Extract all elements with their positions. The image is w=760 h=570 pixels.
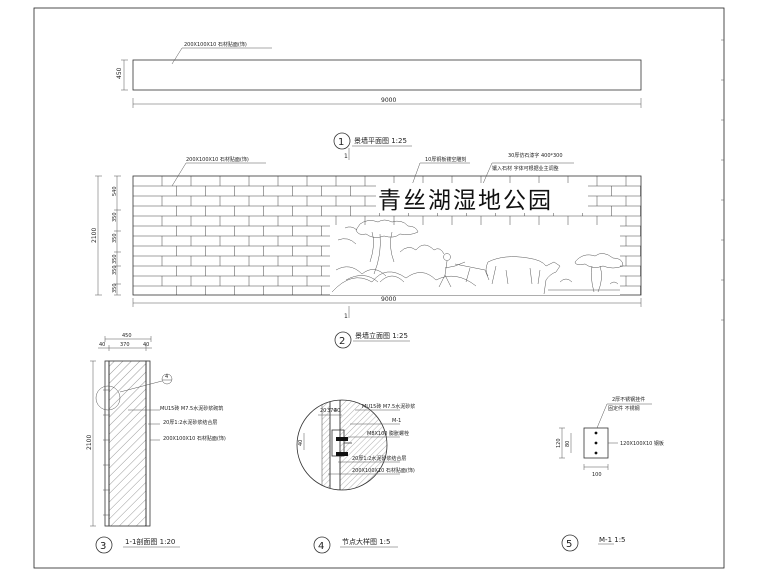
plate-dim-v2: 80 <box>565 441 571 447</box>
section-detail-circle <box>95 385 121 411</box>
section-sub-dim-3: 40 <box>143 342 149 348</box>
plan-view: 200X100X10 石材贴面(饰) 450 9000 1 景墙平面图 1:25 <box>116 41 642 150</box>
plate-number: 5 <box>566 539 572 550</box>
section-callout-1: MU15砖 M7.5水泥砂浆砌筑 <box>160 405 223 412</box>
plan-number: 1 <box>338 137 344 148</box>
node-callout-4: 20厚1:2水泥砂浆结合层 <box>352 455 406 462</box>
row-dim-1: 540 <box>112 186 118 196</box>
plate-dim-v1: 120 <box>556 438 562 448</box>
elevation-view: 1 200X100X10 石材贴面(饰) 10厚铜板镂空雕刻 30厚仿石漆字 4… <box>91 148 642 349</box>
elevation-number: 2 <box>339 336 345 347</box>
node-dim-1: 20 <box>320 408 326 414</box>
plate-number-circle <box>561 534 579 552</box>
sheet-border <box>33 7 725 569</box>
plate-detail-view: 2厚不锈钢挂件 固定件 不锈钢 120X100X10 钢板 120 80 100… <box>556 396 664 552</box>
svg-text:1: 1 <box>344 153 348 160</box>
node-detail-circle <box>296 399 388 491</box>
plate-callout-3: 120X100X10 钢板 <box>620 440 664 447</box>
section-top-dim: 450 <box>122 333 132 339</box>
row-dim-4: 350 <box>112 254 118 264</box>
plan-title: 景墙平面图 1:25 <box>354 136 407 145</box>
section-callout-2: 20厚1:2水泥砂浆结合层 <box>163 419 217 426</box>
section-wall-core <box>108 360 147 527</box>
plan-number-circle <box>333 132 351 150</box>
plan-length-dim: 9000 <box>381 97 396 104</box>
row-dim-6: 350 <box>112 283 118 293</box>
right-margin-ticks <box>721 39 724 321</box>
section-number-circle <box>95 536 113 554</box>
relief-sculpture-sketch <box>330 219 624 295</box>
elevation-length-dim: 9000 <box>381 296 396 303</box>
node-side-dim: 40 <box>298 440 304 446</box>
elevation-height-dims: 2100 540 350 350 350 350 350 <box>91 175 121 296</box>
section-callout-3: 200X100X10 石材贴面(饰) <box>163 435 226 442</box>
row-dim-5: 350 <box>112 265 118 275</box>
section-sub-dim-1: 40 <box>99 342 105 348</box>
elevation-wall-text: 青丝湖湿地公园 <box>378 188 553 214</box>
section-view: 450 40 370 40 2100 <box>86 333 226 554</box>
svg-text:1: 1 <box>344 313 348 320</box>
plan-depth-dim: 450 <box>116 67 123 79</box>
row-dim-2: 350 <box>112 212 118 222</box>
plate-dim-h: 100 <box>592 472 602 478</box>
node-callout-3: M8X100 膨胀螺栓 <box>367 430 409 437</box>
elevation-callout-right-1: 30厚仿石漆字 400*300 <box>508 152 563 159</box>
row-dim-3: 350 <box>112 233 118 243</box>
plate-callout-1: 2厚不锈钢挂件 <box>612 396 645 403</box>
elevation-callout-left: 200X100X10 石材贴面(饰) <box>186 156 249 163</box>
section-number: 3 <box>100 541 106 552</box>
elevation-callout-mid: 10厚铜板镂空雕刻 <box>425 156 466 163</box>
node-title: 节点大样图 1:5 <box>342 537 391 546</box>
section-height-dim: 2100 <box>86 435 93 450</box>
section-sub-dim-2: 370 <box>120 342 130 348</box>
plan-wall-outline <box>132 59 642 91</box>
node-dim-2: 370 <box>327 408 337 414</box>
elevation-title: 景墙立面图 1:25 <box>355 331 408 340</box>
node-number-circle <box>313 536 331 554</box>
elevation-number-circle <box>334 331 352 349</box>
elevation-height-dim: 2100 <box>91 228 98 243</box>
section-detail-ref: 4 <box>165 374 168 380</box>
node-number: 4 <box>318 541 324 552</box>
plate-title: M-1 1:5 <box>599 536 626 544</box>
node-detail-view: 20 370 40 40 MU15砖 M7.5水泥砂浆 M-1 M8X100 膨… <box>296 399 415 554</box>
node-callout-2: M-1 <box>392 418 401 424</box>
elevation-callout-right-2: 镶入石材 字体可根据业主调整 <box>492 165 559 172</box>
plate-callout-2: 固定件 不锈钢 <box>608 405 640 412</box>
node-dim-3: 40 <box>334 408 340 414</box>
plan-callout: 200X100X10 石材贴面(饰) <box>184 41 247 48</box>
section-title: 1-1剖面图 1:20 <box>125 537 175 546</box>
node-callout-1: MU15砖 M7.5水泥砂浆 <box>362 403 415 410</box>
node-callout-5: 200X100X10 石材贴面(饰) <box>352 467 415 474</box>
